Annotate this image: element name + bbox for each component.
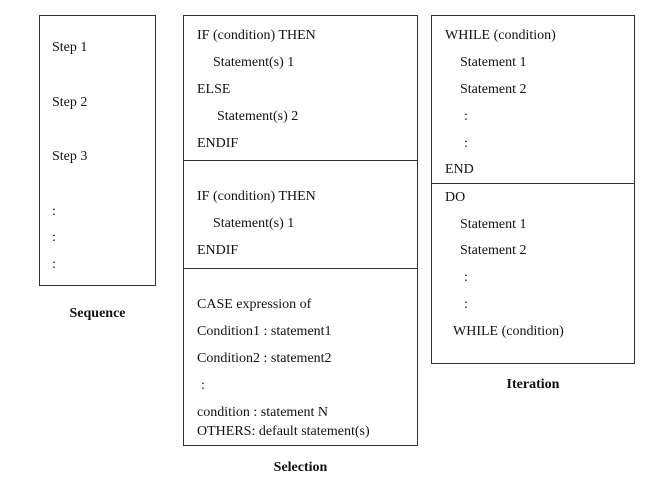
sequence-line: :	[52, 257, 56, 272]
selection-line: IF (condition) THEN	[197, 189, 316, 204]
sequence-line: Step 3	[52, 149, 88, 164]
iteration-line: Statement 1	[460, 55, 527, 70]
sequence-box	[39, 15, 156, 286]
iteration-line: :	[464, 297, 468, 312]
selection-line: ELSE	[197, 82, 231, 97]
selection-line: CASE expression of	[197, 297, 312, 312]
sequence-line: Step 1	[52, 40, 88, 55]
iteration-line: :	[464, 136, 468, 151]
iteration-box	[431, 15, 635, 364]
selection-line: OTHERS: default statement(s)	[197, 424, 370, 439]
selection-line: Statement(s) 1	[213, 216, 295, 231]
iteration-line: Statement 2	[460, 243, 527, 258]
sequence-line: :	[52, 204, 56, 219]
selection-line: IF (condition) THEN	[197, 28, 316, 43]
iteration-line: :	[464, 270, 468, 285]
iteration-line: Statement 2	[460, 82, 527, 97]
iteration-line: :	[464, 109, 468, 124]
selection-line: condition : statement N	[197, 405, 329, 420]
iteration-line: DO	[445, 190, 466, 205]
selection-line: :	[201, 378, 205, 393]
selection-line: Condition2 : statement2	[197, 351, 332, 366]
sequence-caption: Sequence	[69, 306, 126, 321]
iteration-line: Statement 1	[460, 217, 527, 232]
selection-line: ENDIF	[197, 243, 239, 258]
iteration-divider	[431, 183, 635, 184]
selection-caption: Selection	[273, 460, 328, 475]
selection-line: ENDIF	[197, 136, 239, 151]
selection-line: Statement(s) 1	[213, 55, 295, 70]
selection-box	[183, 15, 418, 446]
selection-divider	[183, 268, 418, 269]
selection-line: Statement(s) 2	[217, 109, 299, 124]
sequence-line: :	[52, 230, 56, 245]
iteration-line: WHILE (condition)	[445, 28, 556, 43]
iteration-caption: Iteration	[506, 377, 560, 392]
selection-line: Condition1 : statement1	[197, 324, 332, 339]
iteration-line: END	[445, 162, 474, 177]
selection-divider	[183, 160, 418, 161]
iteration-line: WHILE (condition)	[453, 324, 564, 339]
sequence-line: Step 2	[52, 95, 88, 110]
